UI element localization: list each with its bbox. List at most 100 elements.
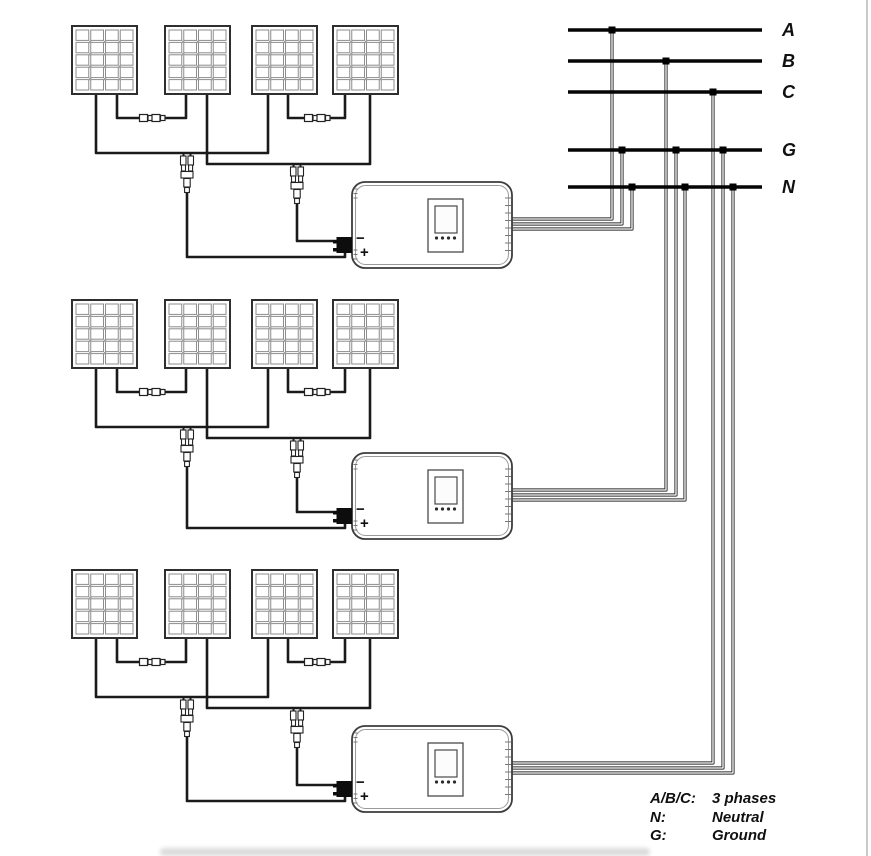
cell-junction-dot	[283, 609, 287, 612]
inverter	[351, 452, 513, 540]
panel-cell	[75, 585, 90, 598]
cell-junction-dot	[269, 339, 272, 342]
cell-junction-dot	[103, 327, 107, 330]
cell-junction-dot	[196, 584, 200, 588]
cell-junction-dot	[364, 77, 368, 81]
cell-junction-dot	[89, 53, 92, 56]
solar-panel	[71, 25, 138, 95]
panel-cell	[299, 340, 314, 353]
cell-junction-dot	[283, 621, 287, 625]
indicator-led	[446, 780, 451, 784]
cell-junction-dot	[364, 584, 368, 588]
solar-panel	[164, 299, 231, 369]
panel-cell	[198, 66, 212, 79]
panel-cell	[119, 79, 134, 91]
bus-connection-dot	[608, 26, 616, 34]
cell-junction-dot	[269, 351, 272, 355]
panel-cell	[198, 573, 212, 585]
panel-cell	[255, 41, 270, 54]
dc-plus-label: +	[360, 515, 369, 532]
dc-string-wire	[94, 638, 270, 699]
panel-cell	[212, 315, 227, 328]
cell-junction-dot	[269, 621, 272, 625]
panel-cell	[299, 328, 314, 340]
panel-cell	[255, 303, 270, 315]
cell-junction-dot	[298, 339, 301, 342]
panel-cell	[90, 315, 104, 328]
bus-label-c: C	[782, 82, 795, 102]
panel-cell	[351, 598, 365, 610]
panel-cell	[255, 54, 270, 66]
cell-junction-dot	[118, 65, 121, 68]
panel-cell	[299, 41, 314, 54]
dc-wire-to-minus	[295, 476, 338, 514]
ac-output-wire-core	[512, 92, 714, 764]
cell-junction-dot	[196, 597, 200, 600]
panel-cell	[168, 610, 183, 623]
panel-cell	[198, 315, 212, 328]
cell-junction-dot	[350, 584, 353, 588]
y-branch-body	[290, 725, 304, 734]
panel-cell	[212, 598, 227, 610]
panel-cell	[168, 303, 183, 315]
panel-cell	[75, 610, 90, 623]
ac-output-wire-core	[512, 30, 613, 220]
y-branch-input-plug	[187, 429, 195, 440]
cell-junction-dot	[298, 327, 301, 330]
panel-cell	[212, 41, 227, 54]
panel-cell	[212, 585, 227, 598]
dc-wire-to-plus	[185, 465, 347, 530]
ac-output-wire	[512, 150, 725, 770]
panel-cell	[168, 353, 183, 365]
cell-junction-dot	[103, 314, 107, 318]
panel-cell	[90, 610, 104, 623]
panel-cell	[183, 598, 197, 610]
y-branch-input-plug	[289, 440, 297, 451]
cell-junction-dot	[364, 327, 368, 330]
panel-cell	[75, 573, 90, 585]
cell-junction-dot	[379, 77, 382, 81]
dc-string-wire	[205, 368, 372, 440]
mc4-connector	[138, 387, 149, 397]
pv-string-row-1	[71, 25, 634, 269]
inverter	[351, 725, 513, 813]
legend-value: Neutral	[712, 808, 764, 826]
panel-cell	[299, 610, 314, 623]
mc4-connector-pin	[159, 388, 166, 396]
solar-panel	[164, 25, 231, 95]
ac-output-wire	[512, 150, 678, 497]
cell-junction-dot	[89, 621, 92, 625]
y-branch-input-plug	[179, 155, 187, 166]
panel-cell	[380, 573, 395, 585]
y-branch-input-pin	[290, 175, 297, 183]
y-branch-body	[290, 181, 304, 190]
y-branch-input-pin	[188, 438, 194, 446]
cell-junction-dot	[379, 65, 382, 68]
cell-junction-dot	[196, 621, 200, 625]
panel-cell	[105, 315, 119, 328]
panel-cell	[119, 315, 134, 328]
cell-junction-dot	[118, 77, 121, 81]
mc4-connector	[151, 113, 161, 123]
y-branch-output-plug	[293, 462, 301, 473]
dc-terminal-pin	[333, 784, 337, 788]
indicator-led	[434, 236, 439, 240]
legend-row: A/B/C: 3 phases	[650, 790, 776, 809]
cell-junction-dot	[182, 621, 185, 625]
ac-output-wire-core	[512, 61, 667, 491]
cell-junction-dot	[196, 65, 200, 68]
dc-terminal-pin	[333, 511, 337, 515]
panel-cell	[90, 328, 104, 340]
panel-cell	[90, 623, 104, 635]
panel-cell	[212, 610, 227, 623]
dc-plus-label: +	[360, 244, 369, 261]
ac-output-wire	[512, 61, 668, 492]
legend-row: N: Neutral	[650, 809, 776, 828]
panel-cell	[366, 66, 380, 79]
cell-junction-dot	[379, 339, 382, 342]
panel-cell	[351, 41, 365, 54]
cell-junction-dot	[103, 65, 107, 68]
legend-key: N:	[650, 808, 666, 826]
panel-cell	[336, 353, 351, 365]
panel-cell	[299, 79, 314, 91]
